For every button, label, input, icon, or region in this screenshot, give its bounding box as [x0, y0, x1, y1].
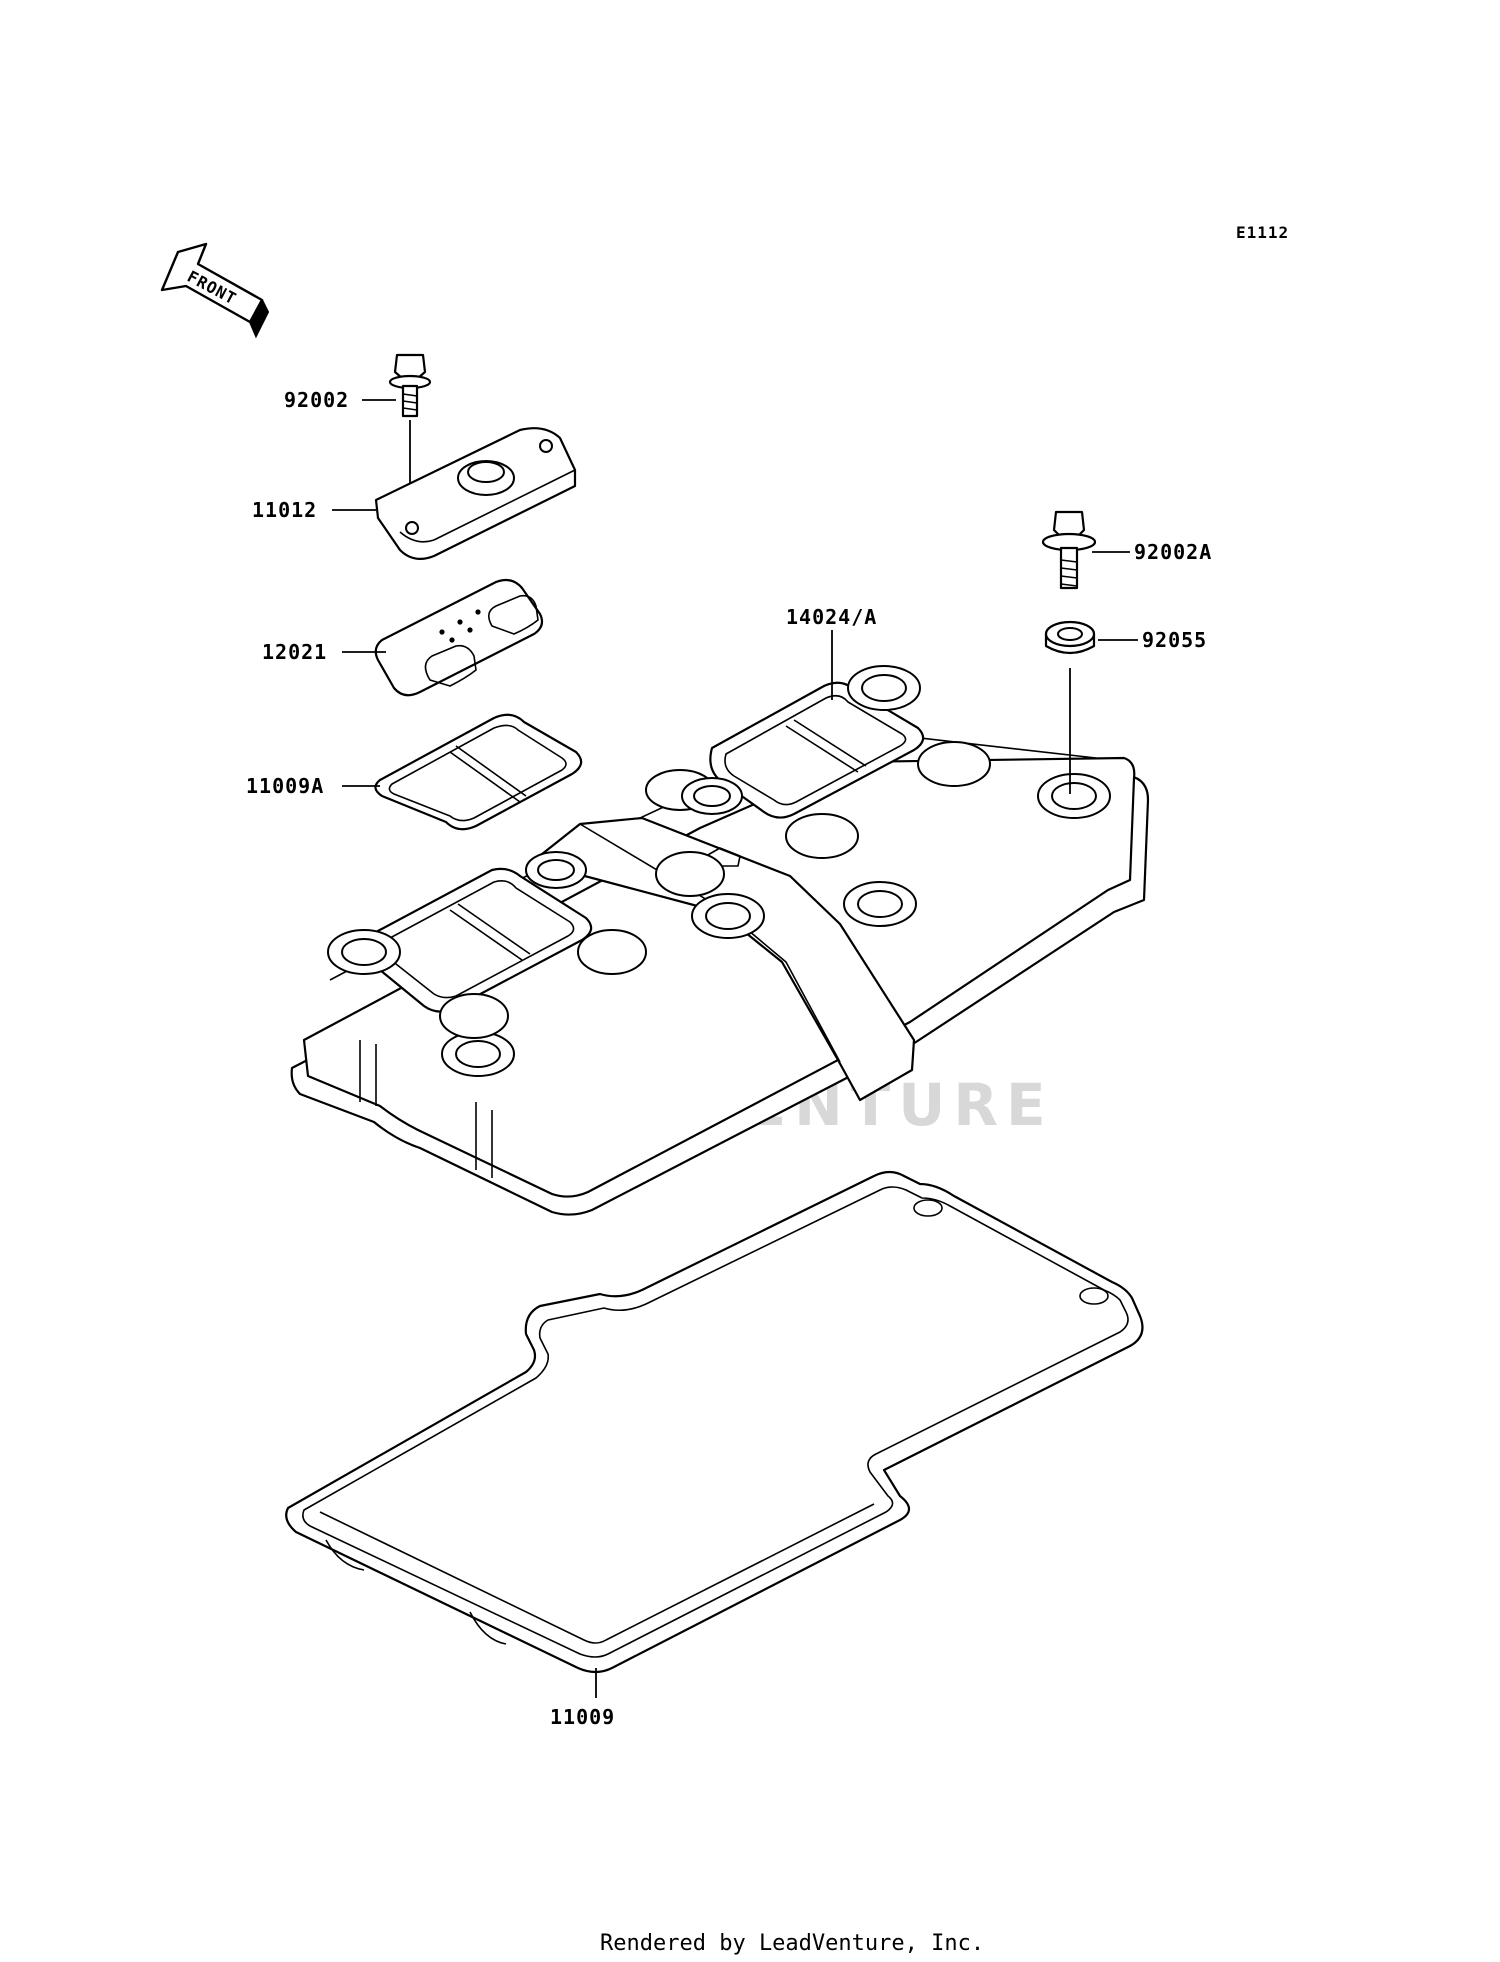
plug-cover-11012[interactable]	[374, 427, 577, 561]
diagram-code: E1112	[1236, 223, 1289, 242]
callout-12021[interactable]: 12021	[262, 640, 327, 664]
boss-holes	[327, 665, 1111, 1077]
callout-92055[interactable]: 92055	[1142, 628, 1207, 652]
callout-11012[interactable]: 11012	[252, 498, 317, 522]
gasket-11009[interactable]	[285, 1170, 1144, 1674]
cylinder-head-cover-14024[interactable]	[290, 665, 1150, 1216]
callout-92002A[interactable]: 92002A	[1134, 540, 1212, 564]
bolt-92002A[interactable]	[1041, 510, 1097, 590]
bolt-92002[interactable]	[388, 353, 432, 518]
callout-92002[interactable]: 92002	[284, 388, 349, 412]
footer-credit: Rendered by LeadVenture, Inc.	[600, 1931, 984, 1956]
callout-11009A[interactable]: 11009A	[246, 774, 324, 798]
gasket-11009A[interactable]	[374, 713, 583, 831]
washer-92055[interactable]	[1044, 620, 1096, 794]
plate-12021[interactable]	[374, 578, 544, 697]
callout-11009[interactable]: 11009	[550, 1705, 615, 1729]
callout-14024[interactable]: 14024/A	[786, 605, 877, 629]
front-arrow-icon: FRONT	[160, 242, 270, 339]
